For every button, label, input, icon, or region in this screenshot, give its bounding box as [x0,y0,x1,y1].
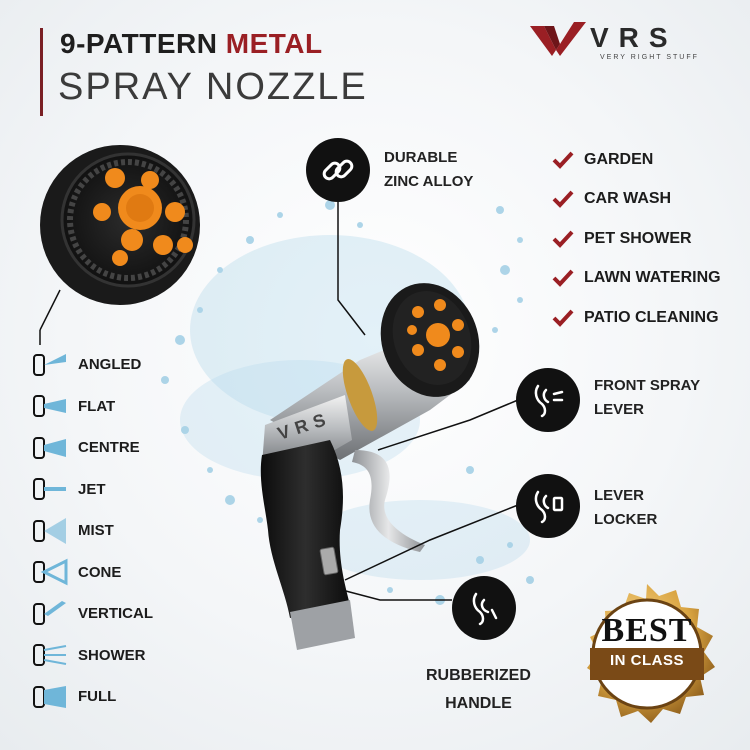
nozzle-face-closeup [40,145,200,305]
feature-handle-label: RUBBERIZED HANDLE [426,662,531,718]
cone-spray-icon [33,558,68,586]
brand-tagline: VERY RIGHT STUFF [600,54,699,61]
feature-locker-line2: LOCKER [594,511,658,528]
feature-material-line2: ZINC ALLOY [384,173,474,190]
feature-front-lever-line2: LEVER [594,401,645,418]
checkmark-icon [552,230,574,248]
centre-spray-icon [33,436,66,459]
pattern-label: CONE [78,563,122,581]
pattern-label: FLAT [78,397,116,415]
list-item: FLAT [32,386,192,428]
use-label: PATIO CLEANING [584,308,719,326]
header-accent-bar [40,28,43,116]
checkmark-icon [552,269,574,288]
list-item: JET [32,469,192,511]
lever-lock-icon [516,474,580,538]
pattern-label: MIST [78,522,114,540]
best-in-class-badge: BEST IN CLASS [572,582,722,732]
angled-spray-icon [33,353,66,376]
list-item: CENTRE [32,427,192,469]
list-item: PATIO CLEANING [552,298,742,338]
page-subtitle: SPRAY NOZZLE [58,66,368,108]
chain-link-icon [306,138,370,202]
checkmark-icon [552,190,574,209]
page-title: 9-PATTERN METAL [60,28,323,60]
title-prefix: 9-PATTERN [60,28,226,59]
list-item: PET SHOWER [552,219,742,259]
jet-spray-icon [33,478,66,501]
mist-spray-icon [33,517,66,544]
list-item: CAR WASH [552,180,742,220]
feature-locker-line1: LEVER [594,487,645,504]
hand-lever-icon [516,368,580,432]
use-list: GARDEN CAR WASH PET SHOWER LAWN WATERING… [552,140,742,338]
closeup-callout-line [39,289,61,331]
feature-material-line1: DURABLE [384,149,458,166]
pattern-label: FULL [78,688,117,706]
feature-front-lever-label: FRONT SPRAY LEVER [594,374,700,422]
use-label: CAR WASH [584,190,672,208]
pattern-label: CENTRE [78,439,140,457]
grip-hand-icon [452,576,516,640]
brand-logo: VRS VERY RIGHT STUFF [530,20,730,68]
use-label: PET SHOWER [584,229,692,247]
title-highlight: METAL [225,28,323,59]
pattern-label: JET [78,480,106,498]
feature-material-label: DURABLE ZINC ALLOY [384,146,473,194]
brand-name: VRS [590,22,678,53]
badge-seal-icon [587,584,715,723]
full-spray-icon [33,685,66,708]
feature-locker-label: LEVER LOCKER [594,484,657,532]
list-item: ANGLED [32,344,192,386]
list-item: MIST [32,510,192,552]
spray-nozzle-product: VRS [260,283,480,650]
feature-front-lever-line1: FRONT SPRAY [594,377,701,394]
use-label: GARDEN [584,150,654,168]
badge-text-in-class: IN CLASS [609,652,684,669]
use-label: LAWN WATERING [584,269,721,287]
pattern-label: SHOWER [78,646,146,664]
list-item: FULL [32,676,192,718]
spray-pattern-list: ANGLED FLAT CENTRE JET MIST CONE VERTICA… [32,344,192,718]
shower-spray-icon [33,644,67,667]
vertical-spray-icon [33,600,66,625]
callout-lines [337,188,519,601]
feature-handle-line1: RUBBERIZED [426,667,531,684]
checkmark-icon [552,151,574,169]
feature-handle-line2: HANDLE [445,695,512,712]
pattern-label: VERTICAL [78,605,153,623]
brand-v-mark-icon [530,22,586,56]
pattern-label: ANGLED [78,356,142,374]
list-item: LAWN WATERING [552,259,742,299]
list-item: VERTICAL [32,593,192,635]
flat-spray-icon [33,395,66,418]
list-item: GARDEN [552,140,742,180]
list-item: CONE [32,552,192,594]
badge-text-best: BEST [601,612,693,649]
list-item: SHOWER [32,635,192,677]
checkmark-icon [552,309,574,327]
